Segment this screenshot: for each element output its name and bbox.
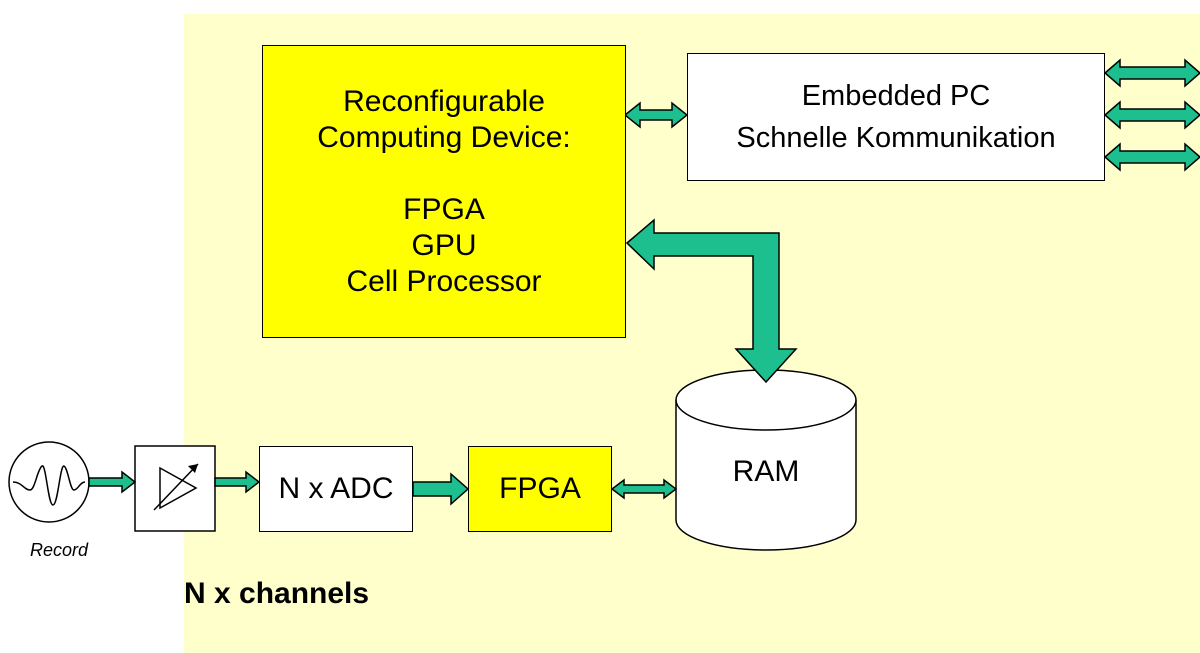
rcd-block: Reconfigurable Computing Device: FPGA GP… — [262, 45, 626, 338]
embedded-pc-block: Embedded PC Schnelle Kommunikation — [687, 53, 1105, 181]
embedded-pc-title: Embedded PC — [801, 80, 991, 112]
rcd-line-gpu: GPU — [411, 228, 477, 262]
arrow-fpga-ram — [610, 478, 678, 500]
waveform-icon — [8, 441, 90, 523]
amplifier-icon — [134, 445, 216, 532]
arrow-pc-out-1 — [1103, 58, 1200, 88]
arrow-pc-out-3 — [1103, 142, 1200, 172]
rcd-line-fpga: FPGA — [403, 192, 485, 226]
ram-label: RAM — [732, 455, 800, 488]
arrow-amp-to-adc — [214, 470, 261, 494]
embedded-pc-subtitle: Schnelle Kommunikation — [736, 122, 1056, 154]
channels-label: N x channels — [184, 577, 370, 610]
arrows-group — [88, 58, 1200, 506]
arrow-pc-out-2 — [1103, 100, 1200, 130]
arrow-rcd-pc — [623, 101, 689, 129]
arrow-record-to-amp — [88, 470, 137, 494]
arrow-rcd-ram — [625, 218, 798, 384]
fpga-block: FPGA — [468, 446, 612, 532]
record-label: Record — [30, 540, 89, 560]
adc-block: N x ADC — [259, 446, 413, 532]
ram-cylinder — [675, 369, 857, 551]
rcd-line-cell: Cell Processor — [346, 264, 542, 298]
arrow-adc-to-fpga — [412, 472, 470, 506]
rcd-line-1: Reconfigurable — [343, 84, 545, 118]
rcd-line-2: Computing Device: — [317, 120, 571, 154]
